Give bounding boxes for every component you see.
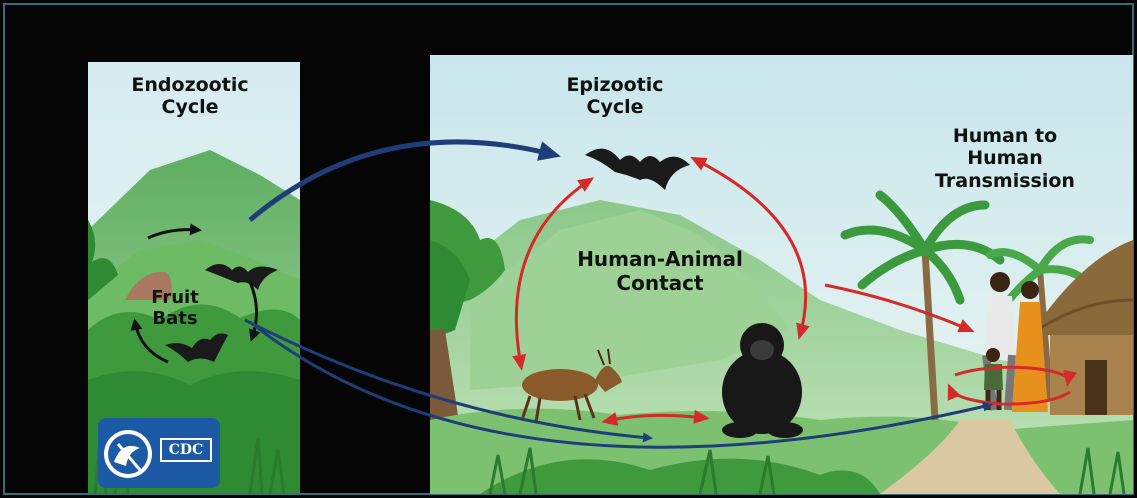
human-animal-contact-line1: Human-Animal [555, 248, 765, 272]
epizootic-title: Epizootic Cycle [545, 74, 685, 119]
fruit-bats-line1: Fruit [140, 287, 210, 308]
human-animal-contact-line2: Contact [555, 272, 765, 296]
fruit-bats-line2: Bats [140, 308, 210, 329]
endozootic-title: Endozootic Cycle [120, 74, 260, 119]
human-transmission-line3: Transmission [925, 170, 1085, 192]
endozootic-title-line2: Cycle [120, 96, 260, 118]
epizootic-title-line1: Epizootic [545, 74, 685, 96]
cdc-logo-text: CDC [162, 440, 210, 460]
human-transmission-line1: Human to [925, 125, 1085, 147]
fruit-bats-label: Fruit Bats [140, 287, 210, 329]
epizootic-title-line2: Cycle [545, 96, 685, 118]
human-transmission-label: Human to Human Transmission [925, 125, 1085, 192]
human-transmission-line2: Human [925, 147, 1085, 169]
human-animal-contact-label: Human-Animal Contact [555, 248, 765, 295]
endozootic-title-line1: Endozootic [120, 74, 260, 96]
